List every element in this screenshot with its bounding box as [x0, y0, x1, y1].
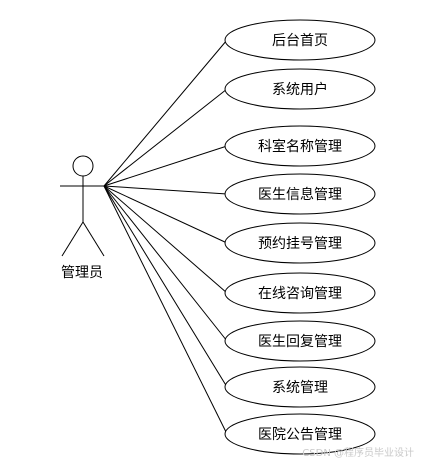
use-case-ellipse	[224, 68, 376, 110]
use-case-ellipse	[224, 222, 376, 264]
use-case-label: 科室名称管理	[258, 138, 342, 155]
association-line	[103, 185, 228, 388]
use-case-ellipse	[224, 272, 376, 314]
actor-right-leg	[82, 221, 105, 257]
use-case: 系统用户	[224, 68, 376, 110]
use-case-label: 医院公告管理	[258, 427, 342, 443]
use-cases: 后台首页系统用户科室名称管理医生信息管理预约挂号管理在线咨询管理医生回复管理系统…	[224, 19, 376, 455]
use-case: 后台首页	[224, 19, 376, 61]
use-case-ellipse	[224, 19, 376, 61]
use-case-ellipse	[224, 173, 376, 215]
association-line	[103, 185, 228, 294]
actor-label: 管理员	[61, 265, 103, 281]
use-case: 在线咨询管理	[224, 272, 376, 314]
association-line	[103, 185, 228, 244]
actor-left-leg	[61, 221, 84, 257]
association-line	[103, 145, 228, 187]
association-line	[103, 185, 228, 342]
use-case-label: 系统用户	[272, 81, 328, 98]
use-case: 医生回复管理	[224, 320, 376, 362]
use-case: 医院公告管理	[224, 413, 376, 455]
use-case-ellipse	[224, 125, 376, 167]
actor-head	[72, 155, 94, 177]
use-case: 医生信息管理	[224, 173, 376, 215]
association-line	[103, 39, 228, 187]
use-case-ellipse	[224, 366, 376, 408]
use-case-ellipse	[224, 320, 376, 362]
use-case-label: 后台首页	[272, 33, 328, 49]
use-case-ellipse	[224, 413, 376, 455]
use-case-label: 医生信息管理	[258, 186, 342, 203]
use-case-label: 医生回复管理	[258, 333, 342, 350]
use-case-label: 在线咨询管理	[258, 286, 342, 302]
use-case: 系统管理	[224, 366, 376, 408]
use-case-label: 系统管理	[272, 380, 328, 396]
association-lines	[103, 39, 228, 435]
use-case-label: 预约挂号管理	[258, 236, 342, 252]
association-line	[103, 88, 228, 187]
actor-stick-figure	[60, 155, 106, 257]
use-case: 科室名称管理	[224, 125, 376, 167]
watermark: CSDN @程序员毕业设计	[302, 448, 414, 459]
association-line	[103, 185, 228, 195]
association-line	[103, 185, 228, 435]
use-case: 预约挂号管理	[224, 222, 376, 264]
